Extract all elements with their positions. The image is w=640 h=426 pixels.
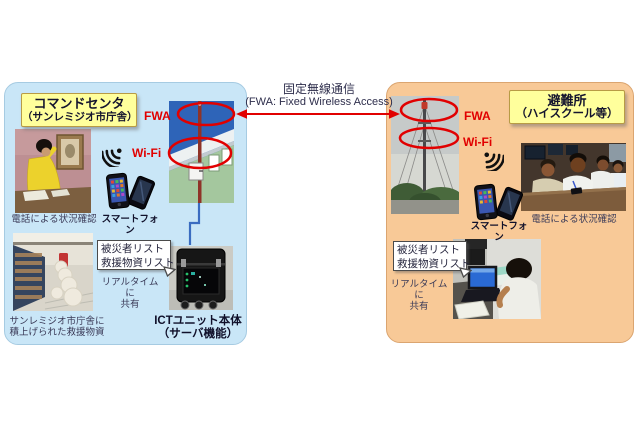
cable-line (188, 203, 201, 245)
wifi-icon-left (102, 148, 122, 167)
smartphones-image-left (106, 172, 156, 210)
shelter-title-line2: （ハイスクール等） (515, 108, 619, 120)
phone-caption-left: 電話による状況確認 (11, 214, 97, 225)
command-center-panel: コマンドセンタ （サンレミジオ市庁舎） 電話による状況確認 (4, 82, 247, 345)
realtime-left-line2: 共有 (120, 299, 140, 310)
smartphone-label-left: スマートフォン (101, 214, 159, 236)
ict-caption-line1: ICTユニット本体 (154, 315, 242, 327)
ict-unit-photo (169, 246, 233, 310)
realtime-label-right: リアルタイムに 共有 (389, 279, 449, 312)
shelter-panel: 避難所 （ハイスクール等） FWA Wi-Fi (386, 82, 634, 343)
wifi-icon-right (484, 152, 504, 171)
fwa-label-right: FWA (464, 109, 491, 123)
supplies-caption-line2: 積上げられた救援物資 (9, 327, 105, 338)
lists-box-left: 被災者リスト 救援物資リスト (97, 240, 176, 277)
lists-box-right-line1: 被災者リスト (397, 244, 460, 256)
smartphone-label-right: スマートフォン (470, 221, 528, 243)
supplies-caption-line1: サンレミジオ市庁舎に (9, 316, 105, 327)
phone-call-photo-right (521, 143, 626, 211)
lists-box-right: 被災者リスト 救援物資リスト (393, 241, 472, 278)
antenna-photo-left (169, 101, 234, 203)
wifi-label-right: Wi-Fi (463, 135, 493, 149)
ict-caption-line2: （サーバ機能） (157, 328, 239, 340)
supplies-photo (13, 233, 93, 311)
laptop-photo (453, 239, 541, 319)
phone-caption-right: 電話による状況確認 (531, 214, 617, 225)
command-center-title-line2: （サンレミジオ市庁舎） (22, 111, 138, 123)
wifi-label-left: Wi-Fi (132, 146, 162, 160)
smartphones-image-right (474, 183, 524, 221)
lists-box-left-line1: 被災者リスト (101, 243, 164, 255)
command-center-title-line1: コマンドセンタ (33, 96, 125, 111)
realtime-left-line1: リアルタイムに (101, 277, 159, 299)
realtime-right-line2: 共有 (409, 301, 429, 312)
realtime-label-left: リアルタイムに 共有 (97, 277, 163, 310)
shelter-title-box: 避難所 （ハイスクール等） (509, 90, 625, 124)
fwa-link-subtitle: (FWA: Fixed Wireless Access) (245, 96, 393, 108)
shelter-title-line1: 避難所 (547, 93, 587, 108)
supplies-caption: サンレミジオ市庁舎に 積上げられた救援物資 (5, 316, 109, 338)
realtime-right-line1: リアルタイムに (390, 279, 448, 301)
fwa-link-label: 固定無線通信 (FWA: Fixed Wireless Access) (236, 82, 402, 109)
lists-box-left-line2: 救援物資リスト (101, 257, 175, 269)
speech-tail-icon (163, 266, 176, 277)
ict-caption: ICTユニット本体 （サーバ機能） (148, 315, 248, 341)
speech-tail-icon (459, 267, 472, 278)
fwa-link-arrow-icon (236, 109, 400, 119)
fwa-label-left: FWA (144, 109, 171, 123)
phone-call-photo-left (15, 129, 91, 213)
lists-box-right-line2: 救援物資リスト (397, 258, 471, 270)
command-center-title-box: コマンドセンタ （サンレミジオ市庁舎） (21, 93, 138, 127)
fwa-link-title: 固定無線通信 (282, 82, 355, 96)
